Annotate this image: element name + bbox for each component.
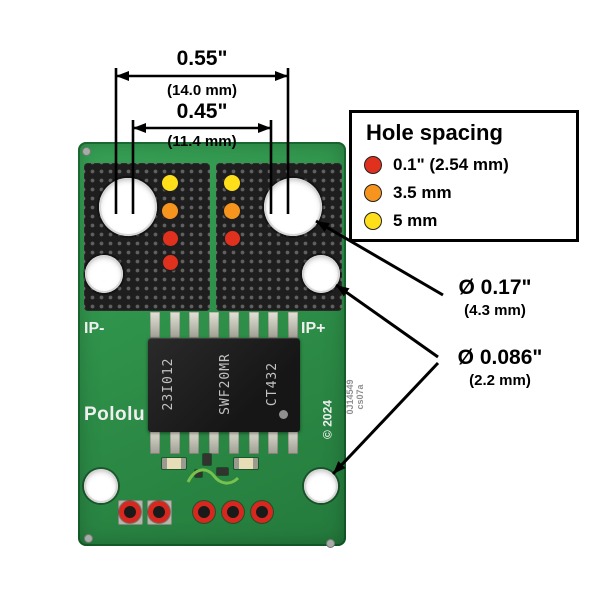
ic-pin bbox=[169, 312, 180, 338]
silk-ip-plus-label: IP+ bbox=[301, 320, 326, 337]
resistor-component bbox=[234, 458, 258, 469]
spacing-dot-yellow bbox=[162, 175, 178, 191]
fiducial-dot bbox=[326, 539, 335, 548]
large-hole-diameter-mm: (4.3 mm) bbox=[464, 302, 526, 319]
spacing-dot-orange bbox=[224, 203, 240, 219]
legend-red-label: 0.1" (2.54 mm) bbox=[393, 155, 509, 174]
ic-pin-row-bottom bbox=[150, 428, 298, 454]
fiducial-dot bbox=[82, 147, 91, 156]
ic-pin bbox=[287, 312, 298, 338]
chip-marking-part: CT432 bbox=[265, 361, 280, 407]
spacing-dot-orange bbox=[162, 203, 178, 219]
edge-part-number-line1: 0J14549 bbox=[345, 379, 355, 415]
ic-pin bbox=[150, 428, 160, 454]
spacing-dot-red bbox=[163, 255, 178, 270]
bottom-hole-left bbox=[84, 469, 118, 503]
ic-pin bbox=[189, 428, 200, 454]
small-hole-diameter-label: Ø 0.086" bbox=[457, 346, 543, 369]
dim-outer-mm: (14.0 mm) bbox=[166, 82, 238, 99]
edge-part-number: 0J14549 cs07a bbox=[345, 362, 367, 432]
legend-yellow-label: 5 mm bbox=[393, 211, 438, 230]
fiducial-dot bbox=[84, 534, 93, 543]
legend-yellow-dot-icon bbox=[364, 212, 382, 230]
chip-marking-model: SWF20MR bbox=[218, 353, 233, 415]
signal-hole bbox=[251, 501, 273, 523]
hole-spacing-legend: Hole spacing 0.1" (2.54 mm) 3.5 mm 5 mm bbox=[349, 110, 579, 242]
legend-row-orange: 3.5 mm bbox=[364, 179, 564, 207]
legend-red-dot-icon bbox=[364, 156, 382, 174]
silk-brand-label: Pololu bbox=[84, 404, 146, 425]
current-sensor-chip bbox=[148, 338, 300, 432]
ic-pin bbox=[209, 312, 220, 338]
bottom-hole-right bbox=[304, 469, 338, 503]
medium-hole-right bbox=[302, 255, 340, 293]
dim-inner-mm: (11.4 mm) bbox=[167, 133, 237, 150]
signal-hole bbox=[193, 501, 215, 523]
signal-hole bbox=[119, 501, 141, 523]
ic-pin bbox=[287, 428, 298, 454]
dim-inner-inches: 0.45" bbox=[176, 100, 228, 123]
ic-pin bbox=[268, 428, 279, 454]
spacing-dot-red bbox=[225, 231, 240, 246]
ic-pin bbox=[209, 428, 220, 454]
ic-pin bbox=[248, 428, 259, 454]
spacing-dot-red bbox=[163, 231, 178, 246]
ic-pin bbox=[268, 312, 279, 338]
large-hole-left bbox=[99, 178, 157, 236]
capacitor-component bbox=[195, 470, 202, 477]
small-hole-diameter-mm: (2.2 mm) bbox=[469, 372, 531, 389]
medium-hole-left bbox=[85, 255, 123, 293]
signal-hole bbox=[222, 501, 244, 523]
large-hole-diameter-label: Ø 0.17" bbox=[458, 276, 532, 299]
legend-title: Hole spacing bbox=[366, 120, 503, 145]
legend-row-yellow: 5 mm bbox=[364, 207, 564, 235]
silk-copyright-label: © 2024 bbox=[320, 400, 335, 439]
large-hole-right bbox=[264, 178, 322, 236]
chip-marking-lot: 23I012 bbox=[161, 357, 176, 411]
dim-outer-inches: 0.55" bbox=[176, 47, 228, 70]
ic-pin bbox=[228, 312, 239, 338]
ic-pin bbox=[189, 312, 200, 338]
ic-pin bbox=[150, 312, 160, 338]
capacitor-component bbox=[217, 468, 228, 475]
legend-row-red: 0.1" (2.54 mm) bbox=[364, 151, 564, 179]
chip-pin1-dot bbox=[279, 410, 288, 419]
signal-hole bbox=[148, 501, 170, 523]
silk-ip-minus-label: IP- bbox=[84, 320, 105, 337]
resistor-component bbox=[162, 458, 186, 469]
small-hole-arrow-top bbox=[335, 283, 439, 359]
ic-pin bbox=[228, 428, 239, 454]
legend-orange-label: 3.5 mm bbox=[393, 183, 452, 202]
ic-pin bbox=[169, 428, 180, 454]
ic-pin-row-top bbox=[150, 312, 298, 338]
capacitor-component bbox=[203, 454, 211, 465]
edge-part-number-line2: cs07a bbox=[355, 384, 365, 410]
legend-orange-dot-icon bbox=[364, 184, 382, 202]
ic-pin bbox=[248, 312, 259, 338]
spacing-dot-yellow bbox=[224, 175, 240, 191]
